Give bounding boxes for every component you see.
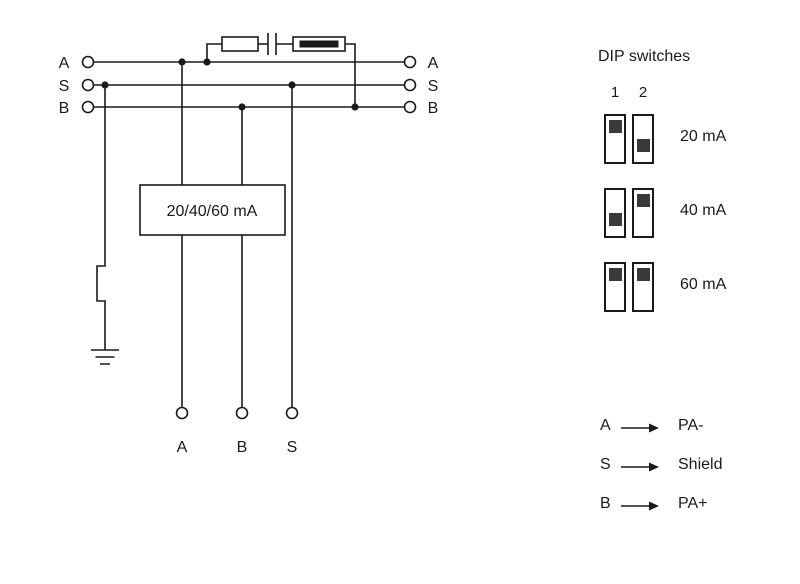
legend-pin: B: [600, 495, 611, 512]
dip-switch-1: [604, 114, 626, 164]
current-module-box: [139, 184, 286, 236]
dip-switch-knob: [636, 268, 650, 281]
left-label-b: B: [59, 100, 70, 117]
dip-switch-knob: [608, 120, 622, 133]
dip-row-label: 60 mA: [680, 276, 727, 293]
wire: [206, 43, 222, 62]
right-label-b: B: [428, 100, 439, 117]
dip-switch-2: [632, 262, 654, 312]
bottom-label-b: B: [237, 439, 248, 456]
left-terminal-b: [81, 100, 95, 114]
legend-signal: PA+: [678, 495, 708, 512]
right-label-a: A: [428, 55, 439, 72]
dip-switch-1: [604, 188, 626, 238]
bottom-terminal-a: [175, 406, 189, 420]
legend-signal: PA-: [678, 417, 704, 434]
right-label-s: S: [428, 78, 439, 95]
dip-switch-1: [604, 262, 626, 312]
dip-switch-knob: [608, 268, 622, 281]
dip-row-20ma: 20 mA: [604, 114, 800, 164]
arrow-right-icon: [621, 501, 659, 511]
wire: [345, 43, 356, 107]
dip-row-label: 20 mA: [680, 128, 727, 145]
left-terminal-a: [81, 55, 95, 69]
resistor-icon: [221, 36, 259, 52]
right-terminal-b: [403, 100, 417, 114]
arrow-right-icon: [621, 462, 659, 472]
dip-switch-knob: [608, 213, 622, 226]
bottom-terminal-s: [285, 406, 299, 420]
dip-row-60ma: 60 mA: [604, 262, 800, 312]
dip-column-1-label: 1: [610, 84, 620, 101]
left-terminal-s: [81, 78, 95, 92]
dip-row-label: 40 mA: [680, 202, 727, 219]
left-label-s: S: [59, 78, 70, 95]
left-label-a: A: [59, 55, 70, 72]
legend-row-s: S Shield: [600, 456, 790, 478]
dip-switch-2: [632, 188, 654, 238]
dip-switch-knob: [636, 194, 650, 207]
legend-pin: A: [600, 417, 611, 434]
dip-switch-knob: [636, 139, 650, 152]
legend-row-a: A PA-: [600, 417, 790, 439]
arrow-right-icon: [621, 423, 659, 433]
legend-row-b: B PA+: [600, 495, 790, 517]
legend-pin: S: [600, 456, 611, 473]
legend-signal: Shield: [678, 456, 723, 473]
bottom-terminal-b: [235, 406, 249, 420]
current-module-label: 20/40/60 mA: [167, 203, 258, 220]
inductor-fill: [299, 40, 339, 48]
ground-wire: [96, 85, 106, 350]
right-terminal-a: [403, 55, 417, 69]
dip-switch-2: [632, 114, 654, 164]
circuit-schematic: 20/40/60 mA A S B A S B A B S: [59, 33, 439, 456]
dip-column-2-label: 2: [638, 84, 648, 101]
dip-row-40ma: 40 mA: [604, 188, 800, 238]
dip-switches-title: DIP switches: [598, 48, 691, 65]
bottom-label-a: A: [177, 439, 188, 456]
right-terminal-s: [403, 78, 417, 92]
capacitor-icon: [267, 33, 277, 55]
ground-icon: [91, 349, 119, 365]
bottom-label-s: S: [287, 439, 298, 456]
